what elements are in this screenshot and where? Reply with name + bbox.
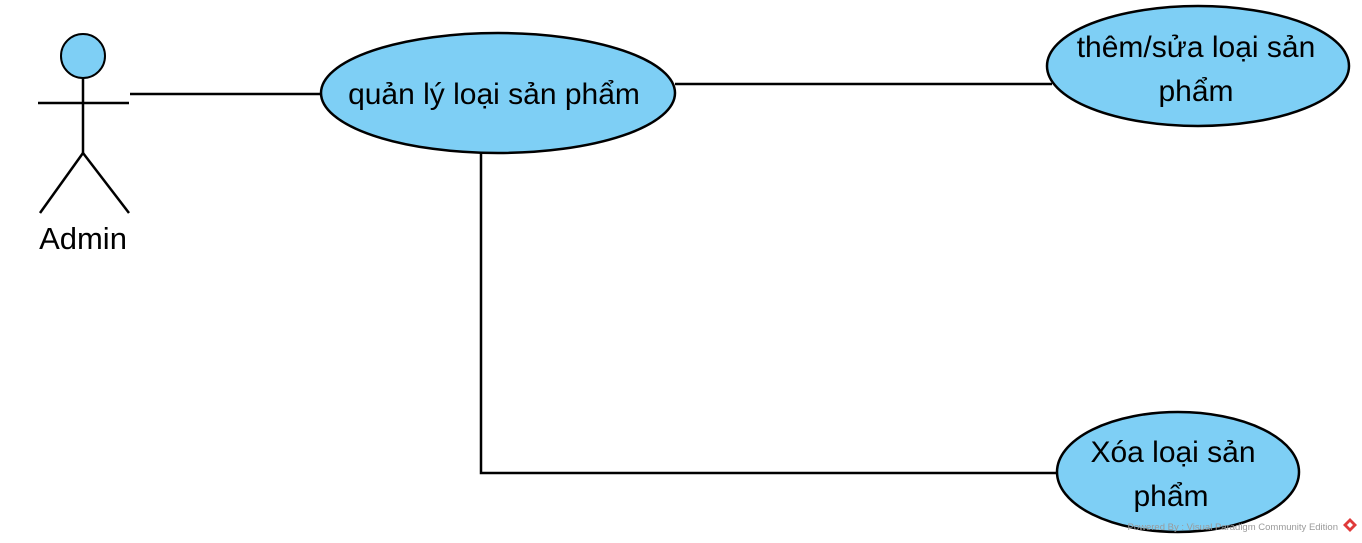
use-case-label-line2: phẩm [1158,75,1233,108]
visual-paradigm-logo-icon [1343,518,1357,532]
use-case-manage-product-type[interactable]: quản lý loại sản phẩm [319,31,677,155]
actor-admin[interactable]: Admin [38,33,130,256]
use-case-label: quản lý loại sản phẩm [348,78,640,111]
actor-label: Admin [39,221,127,256]
associations [130,82,1058,475]
use-case-label-line1: Xóa loại sản [1090,436,1255,469]
association-manage-delete [479,153,1058,475]
actor-head [60,33,106,79]
use-case-add-edit-product-type[interactable]: thêm/sửa loại sản phẩm [1045,4,1351,128]
use-case-ellipse [319,31,677,155]
use-case-label-line1: thêm/sửa loại sản [1077,31,1316,64]
watermark-text: Powered By : Visual Paradigm Community E… [1127,522,1338,533]
use-case-ellipse [1055,410,1301,534]
actor-right-leg [82,152,130,214]
use-case-label-line2: phẩm [1133,480,1208,513]
actor-left-leg [38,152,85,214]
use-case-ellipse [1045,4,1351,128]
watermark: Powered By : Visual Paradigm Community E… [1127,518,1357,533]
use-case-delete-product-type[interactable]: Xóa loại sản phẩm [1055,410,1301,534]
